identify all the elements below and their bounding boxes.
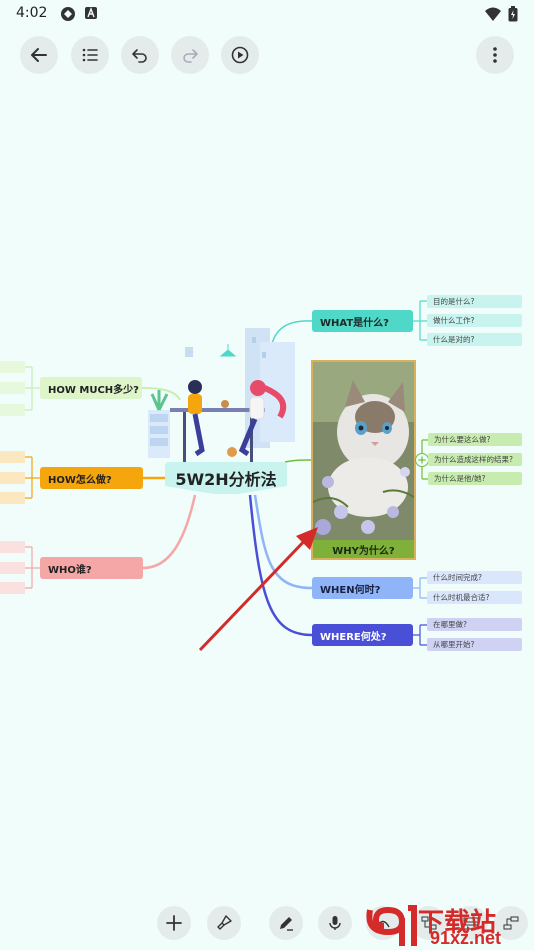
more-button[interactable] bbox=[476, 36, 514, 74]
microphone-icon bbox=[329, 916, 341, 930]
cat-photo bbox=[313, 362, 414, 540]
battery-icon bbox=[508, 6, 518, 22]
undo-icon bbox=[132, 49, 147, 63]
sibling-topic-icon bbox=[463, 917, 479, 930]
branch-how-much[interactable]: HOW MUCH多少? bbox=[40, 377, 142, 399]
watermark-brand: 下载站 bbox=[418, 907, 497, 937]
keyboard-notification-icon bbox=[85, 7, 97, 19]
back-button[interactable] bbox=[20, 36, 58, 74]
plus-icon bbox=[166, 915, 182, 931]
redo-button[interactable] bbox=[171, 36, 209, 74]
branch-who[interactable]: WHO谁? bbox=[40, 557, 143, 579]
parent-node-button[interactable] bbox=[494, 906, 528, 940]
leaf-when-2[interactable]: 什么时机最合适? bbox=[427, 591, 522, 604]
outline-button[interactable] bbox=[71, 36, 109, 74]
watermark-url: 91xz.net bbox=[430, 928, 502, 948]
branch-where[interactable]: WHERE何处? bbox=[312, 624, 413, 646]
leaf-why-3[interactable]: 为什么是他/她? bbox=[428, 472, 522, 485]
child-node-button[interactable] bbox=[412, 906, 446, 940]
edit-button[interactable] bbox=[269, 906, 303, 940]
voice-button[interactable] bbox=[318, 906, 352, 940]
branch-what[interactable]: WHAT是什么? bbox=[312, 310, 413, 332]
app-notification-icon bbox=[61, 7, 75, 21]
redo-icon bbox=[183, 49, 198, 63]
leaf-where-1[interactable]: 在哪里做? bbox=[427, 618, 522, 631]
leaf-where-2[interactable]: 从哪里开始? bbox=[427, 638, 522, 651]
plus-icon bbox=[418, 456, 426, 464]
center-illustration bbox=[148, 328, 295, 462]
leaf-why-1[interactable]: 为什么要这么做? bbox=[428, 433, 522, 446]
leaf-when-1[interactable]: 什么时间完成? bbox=[427, 571, 522, 584]
undo-button[interactable] bbox=[121, 36, 159, 74]
center-topic[interactable]: 5W2H分析法 bbox=[165, 462, 287, 494]
more-vertical-icon bbox=[493, 47, 497, 63]
parent-topic-icon bbox=[503, 916, 519, 930]
style-button[interactable] bbox=[207, 906, 241, 940]
status-bar: 4:02 bbox=[0, 0, 534, 28]
branch-how[interactable]: HOW怎么做? bbox=[40, 467, 143, 489]
wifi-icon bbox=[485, 7, 501, 21]
leaf-what-1[interactable]: 目的是什么? bbox=[427, 295, 522, 308]
pencil-icon bbox=[280, 917, 293, 931]
sibling-node-button[interactable] bbox=[454, 906, 488, 940]
brush-icon bbox=[217, 915, 232, 930]
add-node-button[interactable] bbox=[157, 906, 191, 940]
branch-when[interactable]: WHEN何时? bbox=[312, 577, 413, 599]
play-button[interactable] bbox=[221, 36, 259, 74]
status-time: 4:02 bbox=[16, 5, 48, 21]
leaf-what-2[interactable]: 做什么工作? bbox=[427, 314, 522, 327]
watermark: 下载站 91xz.net bbox=[362, 900, 534, 950]
subtopic-icon bbox=[421, 916, 437, 930]
leaf-what-3[interactable]: 什么是对的? bbox=[427, 333, 522, 346]
play-circle-icon bbox=[231, 46, 249, 64]
list-icon bbox=[82, 48, 98, 62]
branch-why: WHY为什么? bbox=[332, 545, 395, 557]
leaf-why-2[interactable]: 为什么造成这样的结果? bbox=[428, 453, 522, 466]
watermark-logo bbox=[366, 905, 417, 946]
arrow-left-icon bbox=[31, 48, 47, 62]
